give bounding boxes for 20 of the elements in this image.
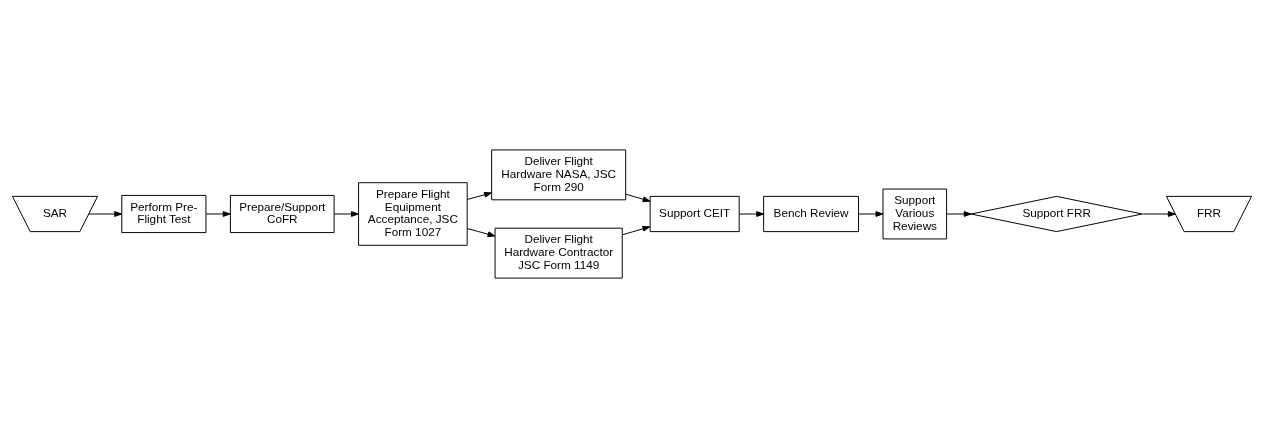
arrow — [333, 210, 359, 217]
node-box: Prepare/Support CoFR — [229, 194, 335, 233]
arrow — [1142, 210, 1176, 217]
arrow — [466, 227, 496, 237]
node-box: Perform Pre-Flight Test — [121, 194, 207, 233]
arrow — [205, 210, 231, 217]
arrow — [88, 210, 123, 217]
arrow — [858, 210, 884, 217]
arrow — [738, 210, 765, 217]
node-diamond: Support FRR — [970, 195, 1143, 232]
node-box: Deliver Flight Hardware NASA, JSC Form 290 — [491, 148, 627, 200]
node-box: Bench Review — [763, 195, 860, 232]
node-box: Deliver Flight Hardware Contractor JSC Form 1149 — [494, 227, 623, 279]
arrow — [946, 210, 972, 217]
arrow — [625, 193, 651, 202]
node-box: Prepare Flight Equipment Acceptance, JSC Form 1027 — [358, 181, 468, 246]
node-box: Support CEIT — [649, 195, 740, 232]
arrow — [466, 191, 492, 200]
arrow — [621, 225, 651, 235]
node-box: Support Various Reviews — [882, 188, 948, 239]
